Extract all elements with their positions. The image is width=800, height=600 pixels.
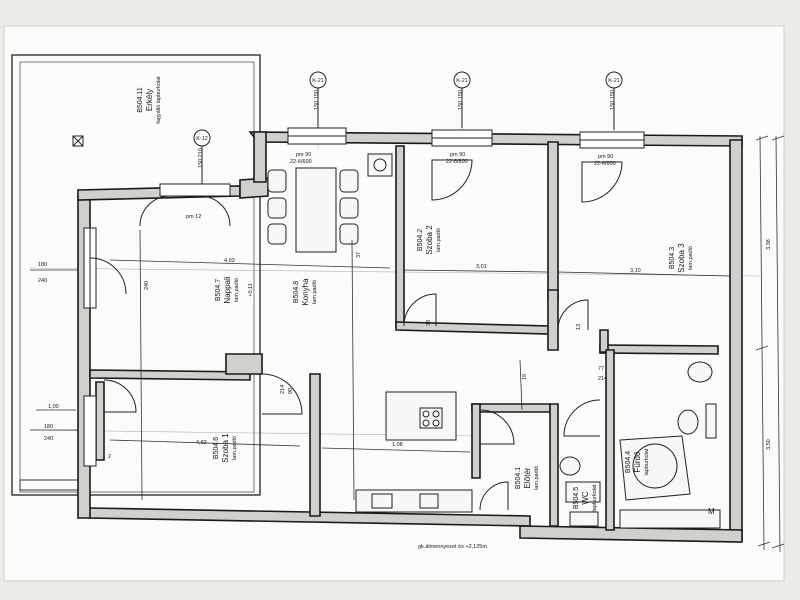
- tag-size: 150 150: [458, 90, 464, 110]
- dim-77: 77: [598, 366, 604, 372]
- tag-text: K-12: [196, 136, 208, 142]
- room-code: B504.11: [137, 87, 144, 113]
- label-win-a: 22-6/600: [290, 159, 312, 165]
- dim-240-left: 240: [144, 281, 150, 290]
- label-win-c: 22-6/600: [594, 161, 616, 167]
- dim-38: 38: [426, 320, 432, 326]
- room-code: B504.8: [293, 281, 300, 303]
- tag-size: 150 150: [610, 90, 616, 110]
- dim-90: 90: [288, 388, 294, 394]
- tag-size: 150 210: [198, 148, 204, 168]
- dimension-lines: [30, 135, 785, 553]
- room-floor: lapburkolat: [644, 448, 650, 475]
- footer-note: gk.álmennyezet és +2,125m: [418, 544, 487, 550]
- room-floor: lam.padló: [436, 228, 442, 252]
- room-name: Nappali: [223, 276, 232, 303]
- window-tag-k21a: K-21 150 150: [309, 71, 327, 128]
- room-code: B504.1: [515, 467, 522, 489]
- kitchen-island: [355, 391, 473, 513]
- window-tag-k21b: K-21 150 150: [453, 71, 471, 128]
- tag-text: K-21: [312, 78, 324, 84]
- room-name: Fürdő: [633, 451, 642, 472]
- dim-19: 19: [522, 374, 528, 380]
- dimension-texts: 180 240 1,00 180 240 2 4,93 3,01 3,10 4,…: [38, 239, 772, 460]
- bathroom-fixtures: [559, 361, 721, 529]
- dim-240-top: 240: [38, 278, 47, 284]
- room-name: Szoba 1: [221, 433, 230, 463]
- room-label-furdo: B504.4 Fürdő lapburkolat: [625, 448, 650, 475]
- room-floor: lapburkolat: [592, 484, 598, 511]
- room-code: B504.3: [669, 247, 676, 269]
- dim-338-right: 3,38: [766, 239, 772, 250]
- level-text: +0,11: [248, 283, 254, 297]
- room-name: Konyha: [301, 278, 310, 306]
- window-tag-k12: K-12 150 210: [193, 129, 211, 184]
- room-name: Szoba 2: [425, 225, 434, 255]
- room-floor: fagyálló lapburkolat: [156, 76, 162, 124]
- dim-180-top: 180: [38, 262, 47, 268]
- dim-2: 2: [108, 454, 111, 460]
- room-label-eloter: B504.1 Előtér lam.padló: [515, 466, 540, 490]
- dim-13: 13: [576, 324, 582, 330]
- tag-text: K-21: [456, 78, 468, 84]
- room-code: B504.7: [215, 279, 222, 301]
- room-label-szoba2: B504.2 Szoba 2 lam.padló: [417, 225, 442, 255]
- room-floor: lam.padló: [688, 246, 694, 270]
- room-name: WC: [581, 491, 590, 505]
- level-marker: +0,11: [248, 283, 254, 297]
- tag-text: K-21: [608, 78, 620, 84]
- dim-37: 37: [356, 252, 362, 258]
- tag-size: 150 150: [314, 90, 320, 110]
- room-label-konyha: B504.8 Konyha lam.padló: [293, 278, 318, 306]
- dim-214b: 214: [598, 376, 607, 382]
- room-label-nappali: B504.7 Nappali lam.padló: [215, 276, 240, 303]
- windows: [83, 127, 645, 467]
- dim-301: 3,01: [476, 264, 487, 270]
- dim-100: 1,00: [48, 404, 59, 410]
- room-floor: lam.padló: [312, 280, 318, 304]
- dim-492: 4,92: [196, 440, 207, 446]
- dim-214: 214: [280, 385, 286, 394]
- room-label-szoba3: B504.3 Szoba 3 lam.padló: [669, 243, 694, 273]
- washer-marker: M: [708, 507, 715, 516]
- room-code: B504.6: [213, 437, 220, 459]
- room-code: B504.2: [417, 229, 424, 251]
- room-name: Erkély: [145, 89, 154, 111]
- room-name: Szoba 3: [677, 243, 686, 273]
- room-label-szoba1: B504.6 Szoba 1 lam.padló: [213, 433, 238, 463]
- dining-table: [267, 153, 393, 253]
- dim-240-bot: 240: [44, 436, 53, 442]
- room-floor: lam.padló: [234, 278, 240, 302]
- label-pm90-a: pm 90: [296, 152, 311, 158]
- dim-180-bot: 180: [44, 424, 53, 430]
- label-pm90-c: pm 90: [598, 154, 613, 160]
- dim-108: 1,08: [392, 442, 403, 448]
- room-name: Előtér: [523, 467, 532, 488]
- label-win-b: 22-6/600: [446, 159, 468, 165]
- dim-493: 4,93: [224, 258, 235, 264]
- dim-350-right: 3,50: [766, 439, 772, 450]
- room-label-erkely: B504.11 Erkély fagyálló lapburkolat: [137, 76, 162, 124]
- room-code: B504.5: [573, 487, 580, 509]
- window-labels: pm 90 22-6/600 pm 90 22-6/600 pm 90 22-6…: [186, 152, 616, 220]
- walls: [77, 131, 743, 543]
- window-tag-k21c: K-21 150 150: [605, 71, 623, 130]
- balcony: [11, 54, 261, 496]
- room-code: B504.4: [625, 451, 632, 473]
- room-floor: lam.padló: [232, 436, 238, 460]
- room-label-wc: B504.5 WC lapburkolat: [573, 484, 598, 511]
- room-floor: lam.padló: [534, 466, 540, 490]
- doors: [89, 159, 623, 511]
- dim-310: 3,10: [630, 268, 641, 274]
- label-pm90-b: pm 90: [450, 152, 465, 158]
- label-pm12: pm 12: [186, 214, 201, 220]
